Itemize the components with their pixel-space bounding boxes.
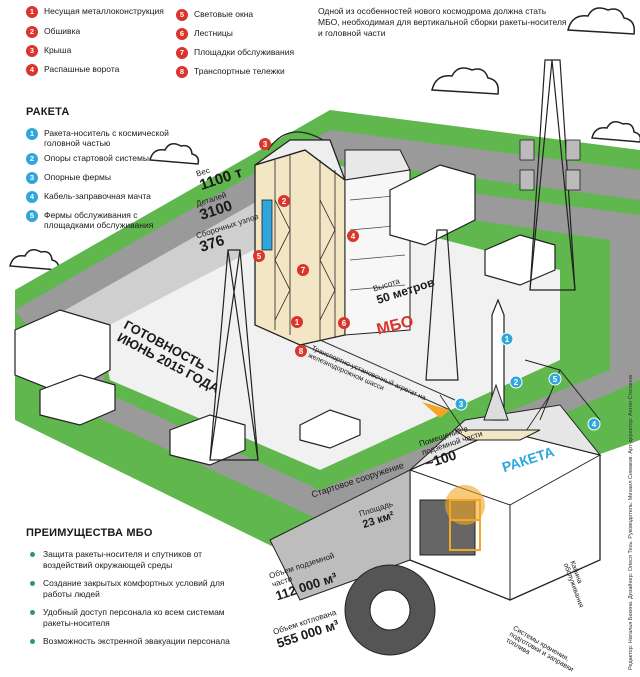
advantage-item: Удобный доступ персонала ко всем система…: [30, 607, 230, 629]
svg-text:4: 4: [592, 420, 597, 429]
legend-item: 7 Площадки обслуживания: [176, 47, 316, 59]
launch-complex: [269, 298, 602, 656]
legend-label: Лестницы: [194, 28, 233, 38]
svg-text:3: 3: [459, 400, 464, 409]
legend-item: 4 Распашные ворота: [26, 64, 166, 76]
cloud-icon: [567, 7, 636, 35]
legend-item: 3 Опорные фермы: [26, 172, 181, 184]
number-badge: 2: [26, 153, 38, 165]
advantage-item: Создание закрытых комфортных условий для…: [30, 578, 230, 600]
legend-label: Опорные фермы: [44, 172, 111, 182]
legend-item: 1 Несущая металлоконструкция: [26, 6, 166, 18]
legend-label: Кабель-заправочная мачта: [44, 191, 151, 201]
advantage-item: Возможность экстренной эвакуации персона…: [30, 636, 230, 647]
legend-item: 4 Кабель-заправочная мачта: [26, 191, 181, 203]
marker-3: [259, 138, 271, 150]
cloud-icon: [149, 143, 200, 165]
marker-2: [278, 195, 290, 207]
number-badge: 3: [26, 172, 38, 184]
bullet-icon: [30, 610, 35, 615]
bullet-icon: [30, 639, 35, 644]
legend-label: Ракета-носитель с космической головной ч…: [44, 128, 169, 148]
number-badge: 4: [26, 191, 38, 203]
number-badge: 8: [176, 66, 188, 78]
legend-label: Несущая металлоконструкция: [44, 6, 164, 16]
legend-item: 8 Транспортные тележки: [176, 66, 316, 78]
bullet-icon: [30, 581, 35, 586]
svg-text:2: 2: [514, 378, 519, 387]
svg-text:4: 4: [351, 232, 356, 241]
legend-item: 5 Световые окна: [176, 9, 316, 21]
svg-text:3: 3: [263, 140, 268, 149]
lattice-towers: [209, 59, 576, 461]
cloud-icon: [431, 67, 500, 95]
svg-text:6: 6: [342, 319, 347, 328]
number-badge: 1: [26, 6, 38, 18]
marker-6: [338, 317, 350, 329]
legend-label: Площадки обслуживания: [194, 47, 295, 57]
number-badge: 3: [26, 45, 38, 57]
legend-item: 5 Фермы обслуживания с площадками обслуж…: [26, 210, 181, 230]
legend-label: Световые окна: [194, 9, 254, 19]
advantage-item: Защита ракеты-носителя и спутников от во…: [30, 549, 230, 571]
marker-7: [297, 264, 309, 276]
advantages-heading: ПРЕИМУЩЕСТВА МБО: [26, 527, 153, 539]
top-note: Одной из особенностей нового космодрома …: [318, 6, 567, 38]
rocket-heading: РАКЕТА: [26, 106, 70, 118]
legend-label: Крыша: [44, 45, 72, 55]
svg-text:5: 5: [553, 375, 558, 384]
legend-item: 2 Обшивка: [26, 26, 166, 38]
marker-8: [295, 345, 307, 357]
legend-item: 3 Крыша: [26, 45, 166, 57]
svg-text:1: 1: [505, 335, 510, 344]
legend-label: Транспортные тележки: [194, 66, 285, 76]
number-badge: 4: [26, 64, 38, 76]
legend-label: Опоры стартовой системы: [44, 153, 149, 163]
number-badge: 5: [176, 9, 188, 21]
legend-label: Обшивка: [44, 26, 81, 36]
legend-item: 2 Опоры стартовой системы: [26, 153, 181, 165]
legend-label: Фермы обслуживания с площадками обслужив…: [44, 210, 154, 230]
legend-label: Распашные ворота: [44, 64, 120, 74]
marker-1: [291, 316, 303, 328]
bullet-icon: [30, 552, 35, 557]
cloud-icon: [9, 249, 60, 271]
mbo-building: [254, 131, 411, 346]
legend-item: 6 Лестницы: [176, 28, 316, 40]
svg-text:1: 1: [295, 318, 300, 327]
marker-5: [253, 250, 265, 262]
svg-text:5: 5: [257, 252, 262, 261]
number-badge: 7: [176, 47, 188, 59]
svg-text:7: 7: [301, 266, 306, 275]
svg-text:2: 2: [282, 197, 287, 206]
legend-item: 1 Ракета-носитель с космической головной…: [26, 128, 181, 148]
svg-text:8: 8: [299, 347, 304, 356]
number-badge: 2: [26, 26, 38, 38]
credits: Редактор: Наталья Бекина. Дизайнер: Олес…: [628, 374, 634, 670]
number-badge: 1: [26, 128, 38, 140]
cloud-icon: [591, 121, 640, 143]
number-badge: 6: [176, 28, 188, 40]
marker-4: [347, 230, 359, 242]
number-badge: 5: [26, 210, 38, 222]
